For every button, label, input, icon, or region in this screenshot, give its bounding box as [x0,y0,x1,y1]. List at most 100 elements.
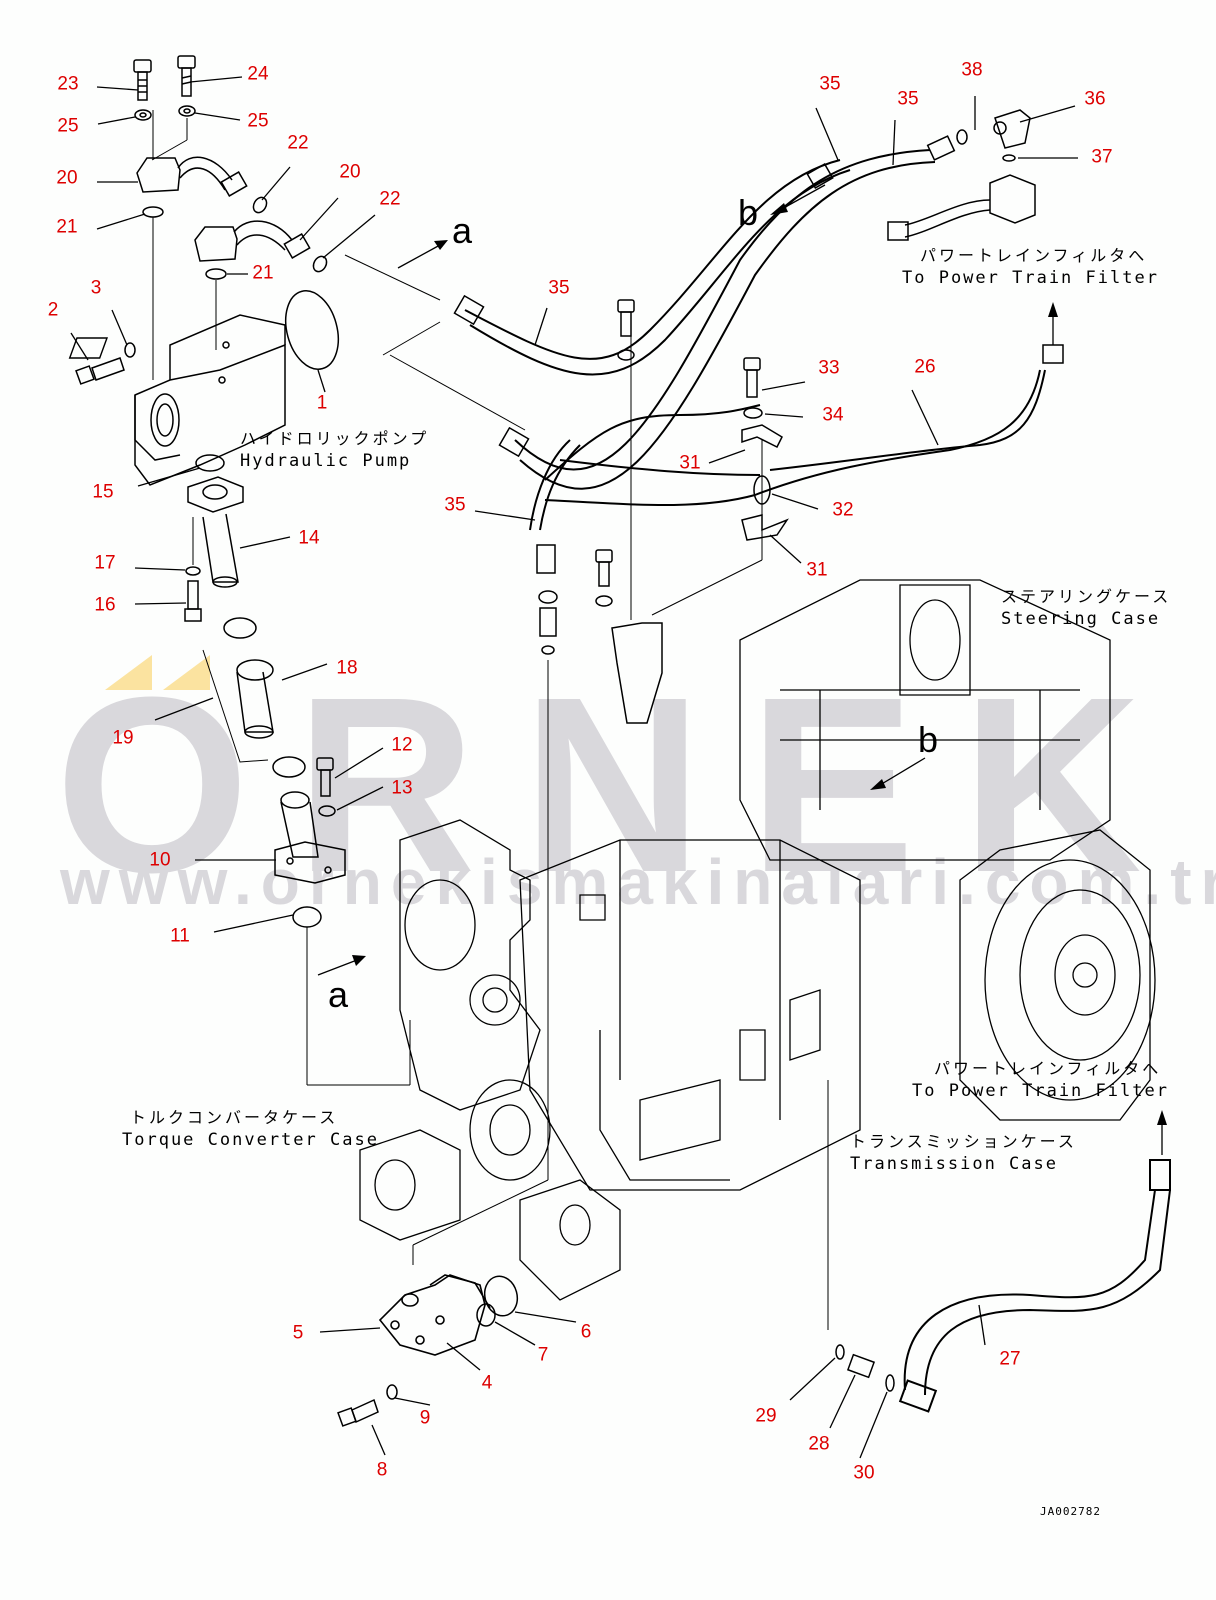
o-ring-21b[interactable] [205,268,227,280]
callout-16[interactable]: 16 [94,594,116,616]
callout-7[interactable]: 7 [537,1344,549,1366]
o-ring-22[interactable] [251,195,269,215]
callout-5[interactable]: 5 [292,1322,304,1344]
bolt-8[interactable] [337,1398,379,1427]
callout-21[interactable]: 21 [56,216,78,238]
o-ring-small[interactable] [541,645,555,655]
mounting-bracket[interactable] [611,622,663,724]
callout-22[interactable]: 22 [287,132,309,154]
callout-28[interactable]: 28 [808,1433,830,1455]
clamp-31b[interactable] [741,514,789,541]
bolt-23[interactable] [133,59,152,101]
callout-20b[interactable]: 20 [339,161,361,183]
clamp-19[interactable] [223,617,257,639]
transmission-assembly[interactable] [359,579,1156,1301]
callout-34[interactable]: 34 [822,404,844,426]
hose-27[interactable] [898,1159,1171,1413]
callout-33[interactable]: 33 [818,357,840,379]
o-ring-11[interactable] [292,906,322,928]
o-ring-29[interactable] [835,1344,845,1360]
suction-tube-14[interactable] [187,476,244,588]
bolt-33[interactable] [743,357,761,398]
washer-3[interactable] [124,342,136,358]
callout-17[interactable]: 17 [94,552,116,574]
bolt-12[interactable] [316,757,334,797]
o-ring-38[interactable] [956,129,968,145]
caption-jp: トランスミッションケース [850,1132,1077,1151]
bolt-24[interactable] [177,55,196,97]
hose-18[interactable] [236,659,274,739]
callout-11[interactable]: 11 [170,925,190,947]
adapter-fitting[interactable] [539,607,557,637]
callout-24[interactable]: 24 [247,63,269,85]
callout-38[interactable]: 38 [961,59,983,81]
callout-4[interactable]: 4 [481,1372,493,1394]
hydraulic-pump[interactable] [68,314,286,486]
callout-30[interactable]: 30 [853,1462,875,1484]
callout-25[interactable]: 25 [57,115,79,137]
caption-jp: パワートレインフィルタへ [920,246,1148,265]
callout-10[interactable]: 10 [149,849,171,871]
elbow-fitting-20b[interactable] [194,220,311,262]
callout-8[interactable]: 8 [376,1459,388,1481]
o-ring-6[interactable] [480,1273,521,1320]
o-ring[interactable] [538,590,558,604]
callout-25b[interactable]: 25 [247,110,269,132]
caption-jp: ハイドロリックポンプ [240,429,430,448]
callout-26[interactable]: 26 [914,356,936,378]
callout-27[interactable]: 27 [999,1348,1021,1370]
hose-end-fitting [806,163,834,189]
adapter-28[interactable] [846,1353,876,1379]
callout-35[interactable]: 35 [819,73,841,95]
callout-32[interactable]: 32 [832,499,854,521]
callout-19[interactable]: 19 [112,727,134,749]
o-ring-21[interactable] [142,206,164,218]
o-ring-1[interactable] [277,285,346,375]
callout-20[interactable]: 20 [56,167,78,189]
callout-35c[interactable]: 35 [548,277,570,299]
callout-6[interactable]: 6 [580,1321,592,1343]
callout-31b[interactable]: 31 [806,559,828,581]
filter-housing-5[interactable] [378,1274,491,1356]
callout-29[interactable]: 29 [755,1405,777,1427]
callout-35b[interactable]: 35 [897,88,919,110]
washer-25[interactable] [134,109,152,121]
o-ring-37[interactable] [1002,154,1016,162]
callout-15[interactable]: 15 [92,481,114,503]
tube-10[interactable] [274,791,346,884]
callout-36[interactable]: 36 [1084,88,1106,110]
washer-25b[interactable] [178,105,196,117]
callout-23[interactable]: 23 [57,73,79,95]
callout-37[interactable]: 37 [1091,146,1113,168]
callout-12[interactable]: 12 [391,734,413,756]
elbow-fitting-20[interactable] [136,156,248,197]
washer-9[interactable] [386,1384,398,1400]
o-ring-22b[interactable] [311,254,329,274]
callout-9[interactable]: 9 [419,1407,431,1429]
bolt-bracket[interactable] [595,299,635,607]
callout-3[interactable]: 3 [90,277,102,299]
callout-13[interactable]: 13 [391,777,413,799]
washer-34[interactable] [743,407,763,419]
washer-17[interactable] [185,566,201,576]
callout-31[interactable]: 31 [679,452,701,474]
hose-35-group[interactable] [464,149,1046,531]
bolt-16[interactable] [184,580,202,622]
callout-2[interactable]: 2 [47,299,59,321]
elbow-fitting-36[interactable] [993,109,1031,149]
callout-22b[interactable]: 22 [379,188,401,210]
hose-end-fitting [498,426,530,458]
o-ring-7[interactable] [476,1303,496,1327]
o-ring-30[interactable] [885,1374,895,1392]
clamp-19b[interactable] [272,756,306,778]
callout-14[interactable]: 14 [298,527,320,549]
callout-18[interactable]: 18 [336,657,358,679]
o-ring-15[interactable] [195,454,225,472]
callout-1[interactable]: 1 [316,392,328,414]
washer-13[interactable] [318,805,336,817]
callout-21b[interactable]: 21 [252,262,274,284]
caption-en: Torque Converter Case [122,1130,379,1150]
bolt-2[interactable] [75,357,125,385]
callout-35d[interactable]: 35 [444,494,466,516]
clamp-31[interactable] [741,424,783,449]
